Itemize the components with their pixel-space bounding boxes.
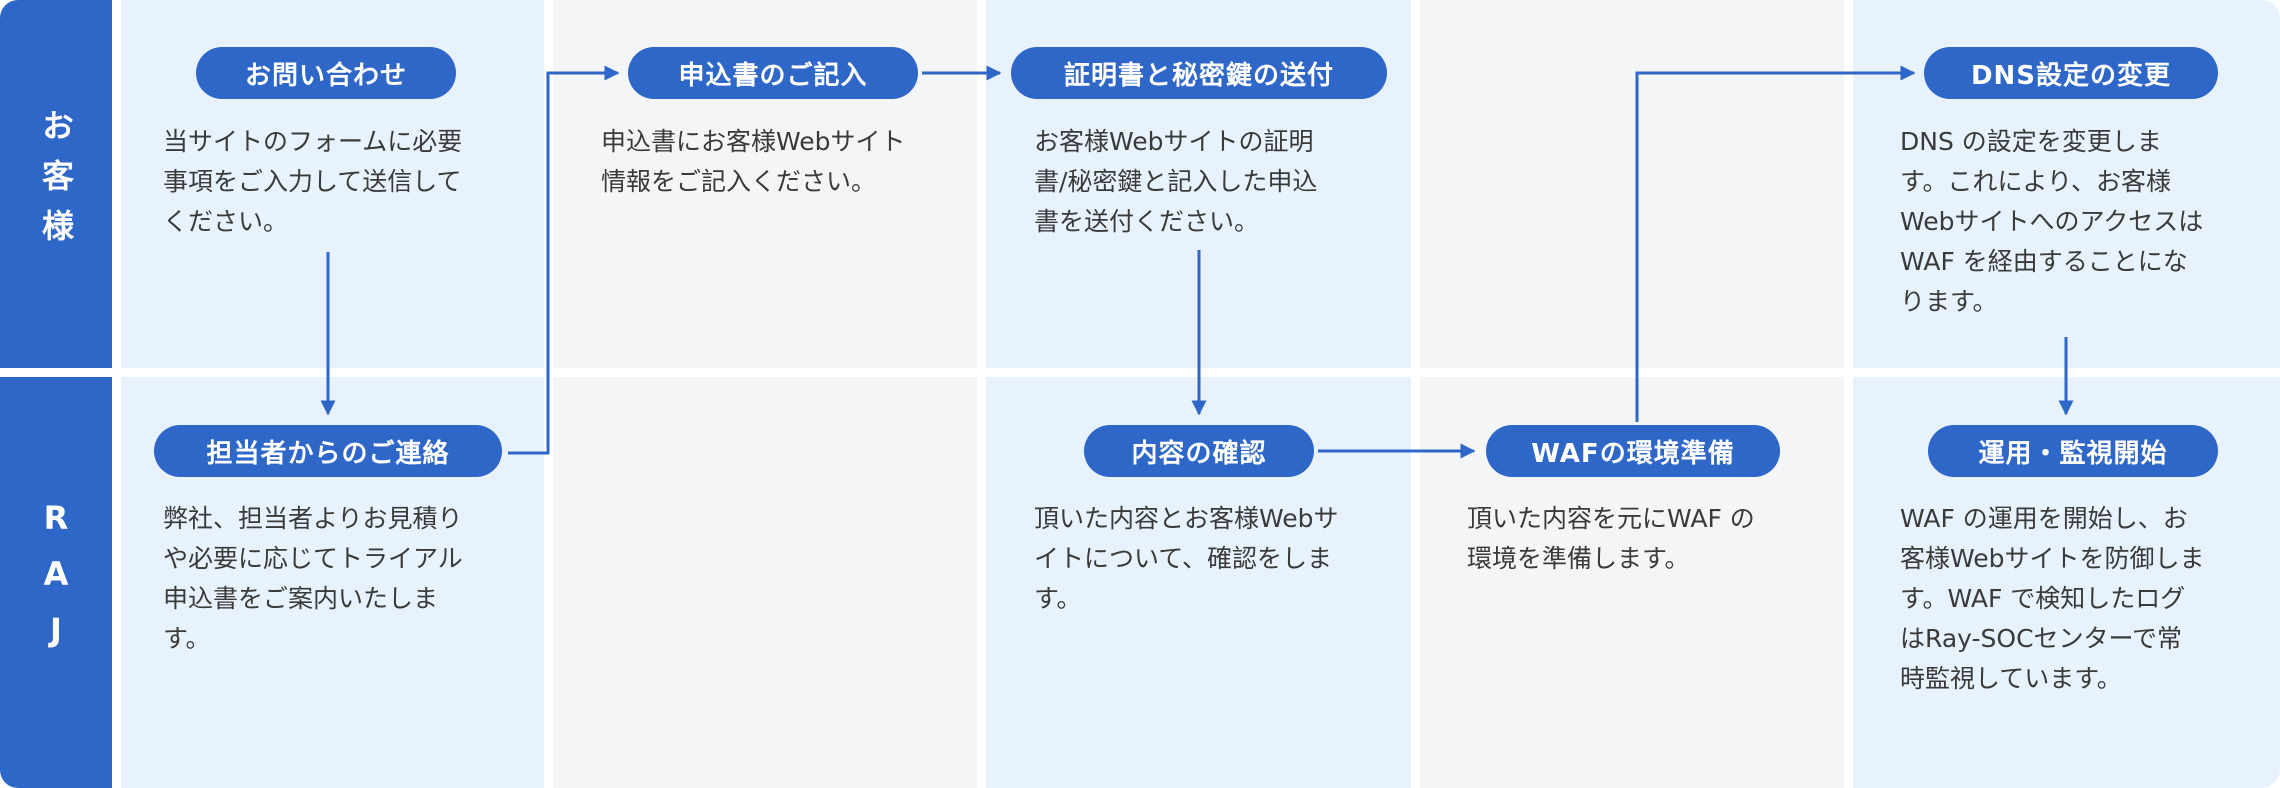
step-operation-title: 運用・監視開始 bbox=[1928, 425, 2218, 477]
lane-label-customer-text: お客様 bbox=[37, 109, 75, 259]
cell-customer-4 bbox=[1420, 0, 1844, 368]
step-waf-prep-title: WAFの環境準備 bbox=[1486, 425, 1780, 477]
step-operation-desc: WAF の運用を開始し、お 客様Webサイトを防御しま す。WAF で検知したロ… bbox=[1900, 504, 2205, 693]
arrow-contact-to-application bbox=[508, 65, 620, 455]
lane-label-customer: お客様 bbox=[0, 0, 112, 368]
step-confirm-title: 内容の確認 bbox=[1084, 425, 1314, 477]
step-application-title: 申込書のご記入 bbox=[628, 47, 918, 99]
step-certificate-desc: お客様Webサイトの証明 書/秘密鍵と記入した申込 書を送付ください。 bbox=[1034, 127, 1318, 236]
lane-label-raj: RAJ bbox=[0, 377, 112, 788]
step-application-desc: 申込書にお客様Webサイト 情報をご記入ください。 bbox=[601, 127, 906, 196]
step-contact-title: 担当者からのご連絡 bbox=[154, 425, 502, 477]
step-waf-prep-desc: 頂いた内容を元にWAF の 環境を準備します。 bbox=[1467, 504, 1755, 573]
step-inquiry-title: お問い合わせ bbox=[196, 47, 456, 99]
step-dns-title: DNS設定の変更 bbox=[1924, 47, 2218, 99]
step-dns-desc: DNS の設定を変更しま す。これにより、お客様 Webサイトへのアクセスは W… bbox=[1900, 127, 2204, 316]
step-contact-desc: 弊社、担当者よりお見積り や必要に応じてトライアル 申込書をご案内いたしま す。 bbox=[163, 504, 463, 653]
cell-raj-2 bbox=[553, 377, 977, 788]
step-certificate-title: 証明書と秘密鍵の送付 bbox=[1011, 47, 1387, 99]
step-confirm-desc: 頂いた内容とお客様Webサ イトについて、確認をしま す。 bbox=[1034, 504, 1339, 613]
step-inquiry-desc: 当サイトのフォームに必要 事項をご入力して送信して ください。 bbox=[163, 127, 463, 236]
arrow-waf-prep-to-dns bbox=[1635, 65, 1916, 422]
lane-label-raj-text: RAJ bbox=[37, 498, 75, 667]
